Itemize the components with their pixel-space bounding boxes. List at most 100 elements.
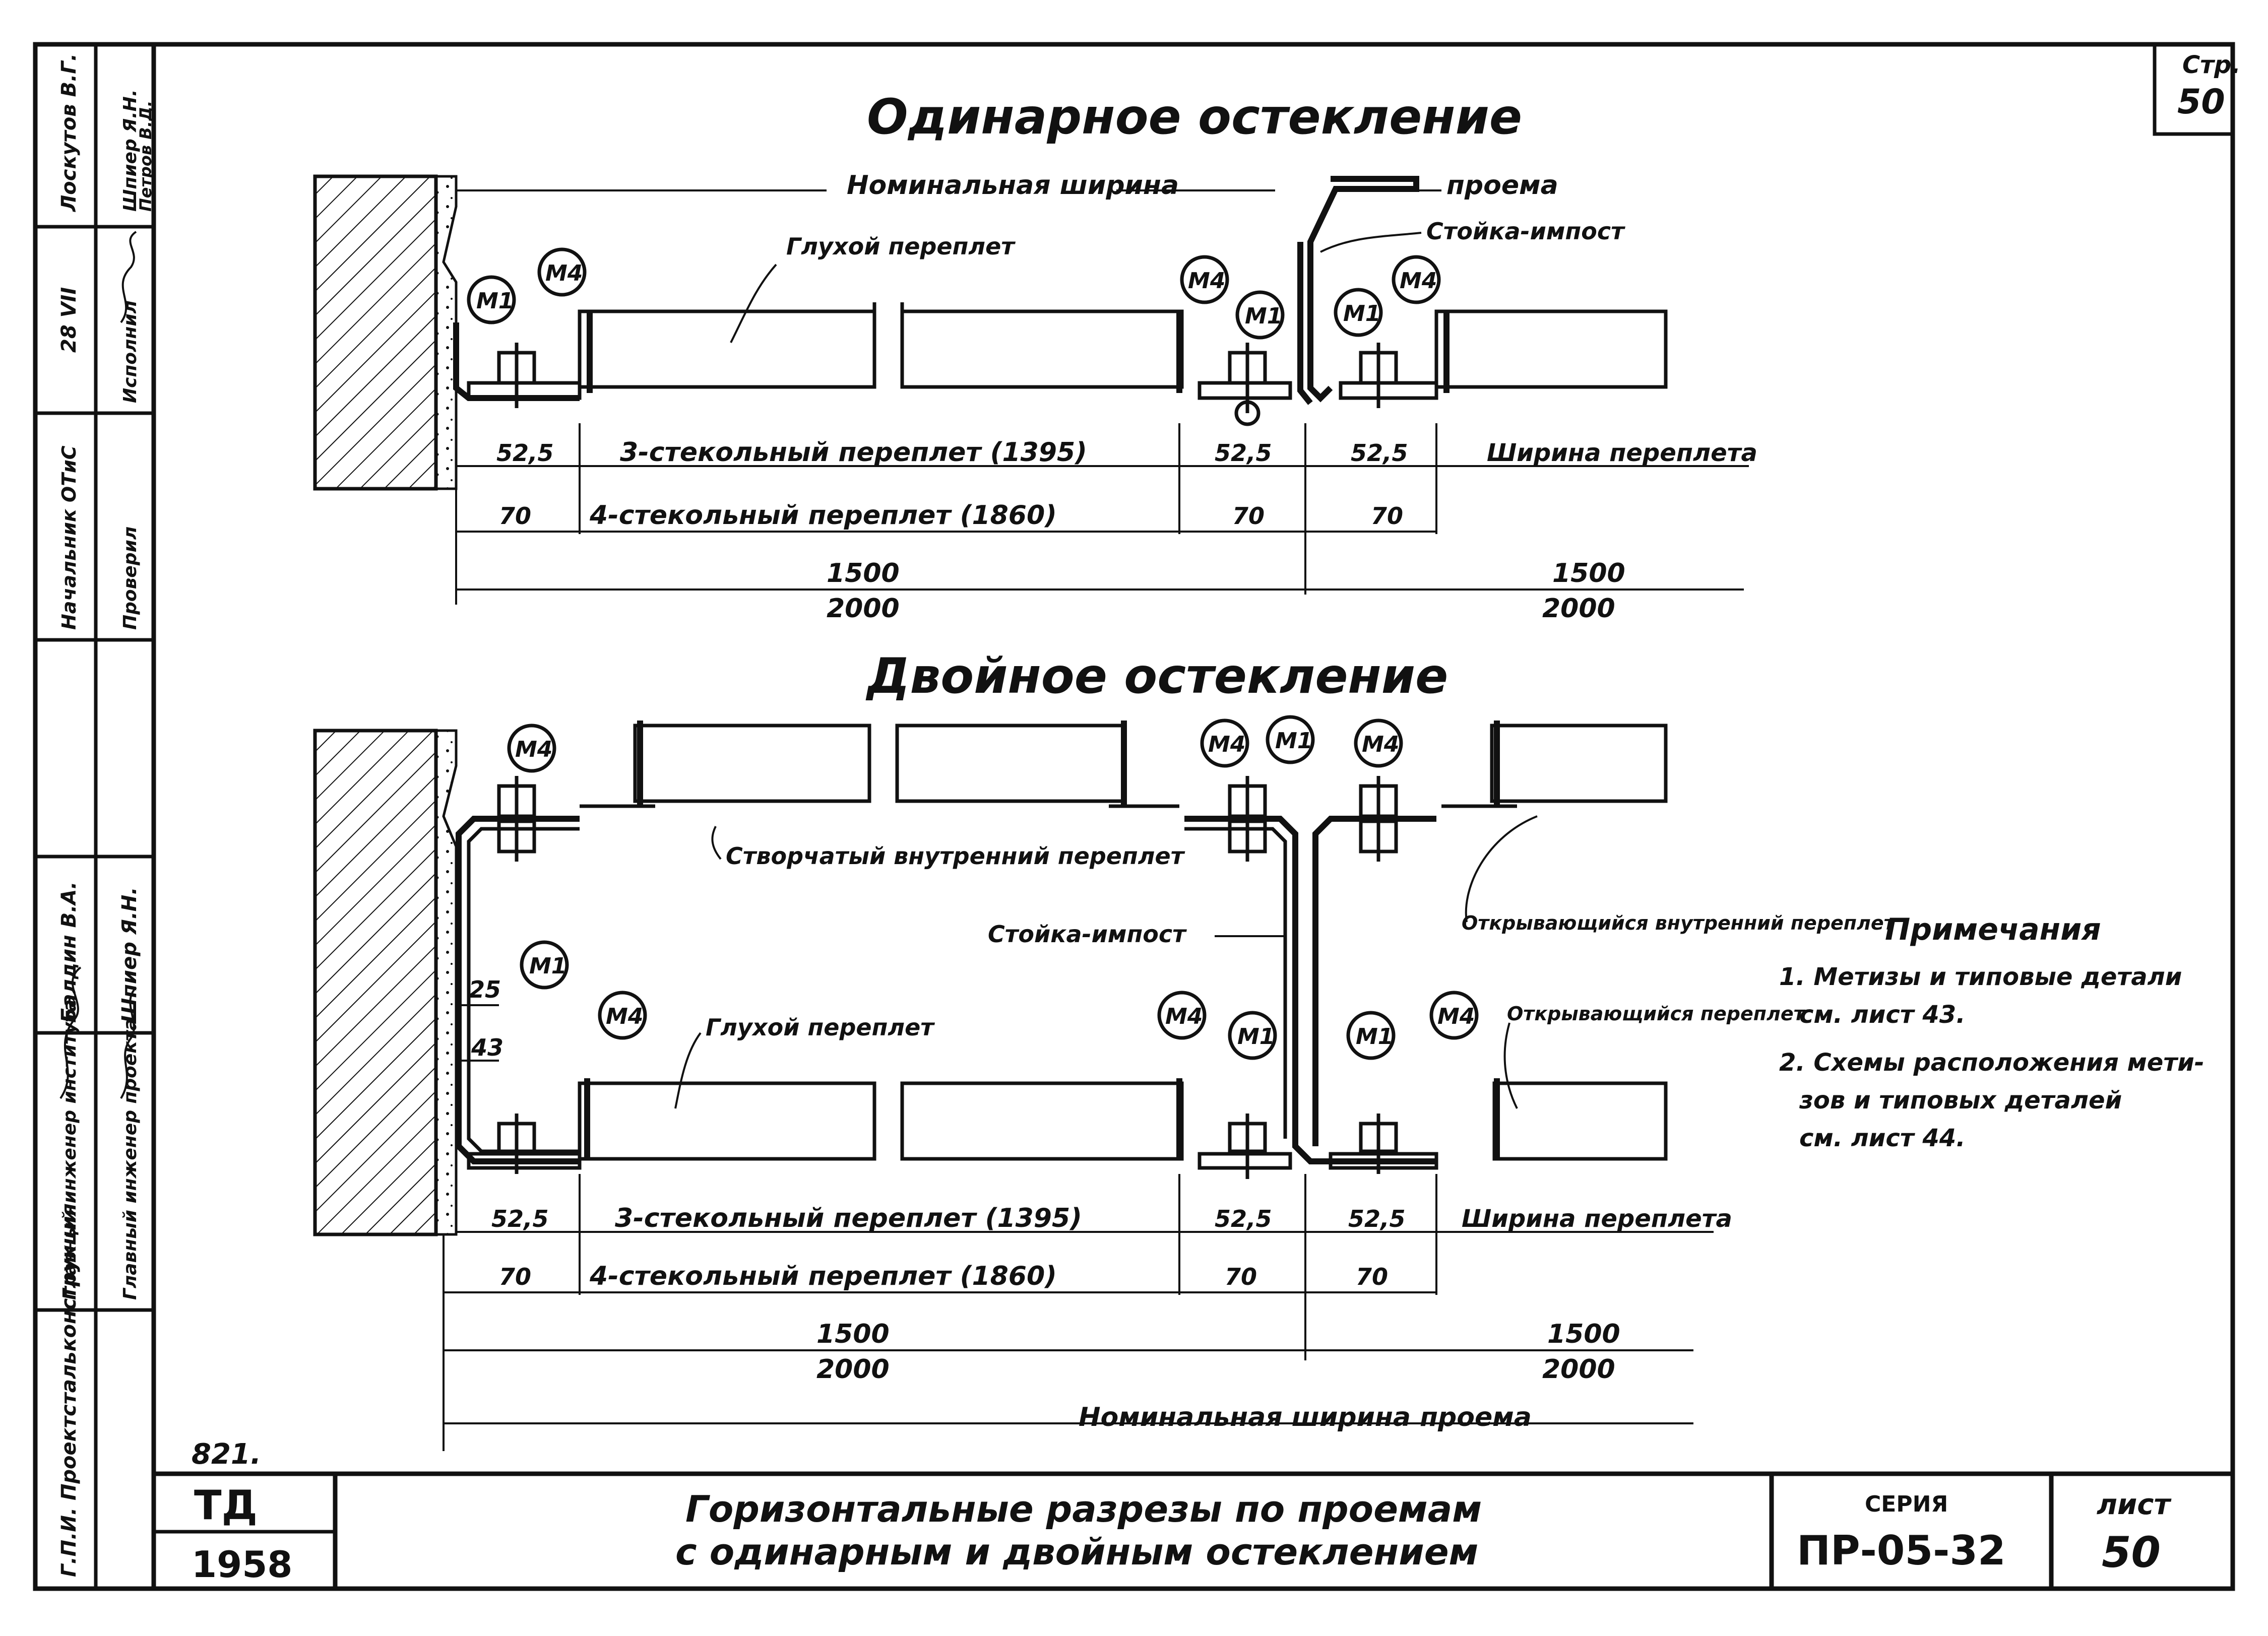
svg-text:М4: М4 (545, 260, 583, 286)
page-corner-box: Стр. 50 (2153, 42, 2241, 136)
stamp-role-4: Исполнил (120, 300, 141, 403)
single-wall-concrete (434, 175, 458, 490)
double-dim-row2: 70 4-стекольный переплет (1860) 70 70 (443, 1234, 1436, 1451)
single-glass-right (1434, 309, 1668, 393)
page-corner-number: 50 (2177, 82, 2225, 122)
double-sash-inner: Створчатый внутренний переплет (726, 842, 1185, 870)
double-post-profile (1184, 816, 1436, 1164)
signature-2 (120, 987, 137, 1099)
double-glass-top (580, 721, 1668, 808)
series-value: ПР-05-32 (1797, 1527, 2006, 1574)
stamp-name-2: Лоскутов В.Г. (57, 53, 81, 212)
svg-text:52,5: 52,5 (491, 1205, 549, 1232)
single-callout-m4-c: М4 (1392, 255, 1441, 304)
double-callout-top-m4-c: М4 (1354, 718, 1403, 768)
svg-text:Номинальная ширина проема: Номинальная ширина проема (1079, 1402, 1532, 1432)
single-post-profile (1307, 176, 1419, 403)
title-code: ТД (194, 1482, 258, 1529)
svg-text:70: 70 (1232, 502, 1265, 530)
single-blind-frame: Глухой переплет (786, 233, 1016, 260)
double-title: Двойное остекление (865, 648, 1448, 704)
double-post-impost: Стойка-импост (988, 921, 1187, 948)
note-line-5: см. лист 44. (1799, 1124, 1965, 1152)
title-block: 821. ТД 1958 Горизонтальные разрезы по п… (154, 1438, 2172, 1589)
svg-text:2000: 2000 (1542, 1354, 1615, 1385)
double-callout-bottom-m4-c: М4 (1429, 991, 1479, 1040)
sheet-label: лист (2097, 1488, 2172, 1521)
note-line-3: 2. Схемы расположения мети- (1779, 1049, 2204, 1077)
svg-text:2000: 2000 (816, 1354, 890, 1385)
svg-text:М4: М4 (515, 737, 552, 762)
title-line-2: с одинарным и двойным остеклением (675, 1531, 1478, 1573)
page-corner-label: Стр. (2182, 51, 2241, 79)
notes-title: Примечания (1885, 912, 2101, 947)
double-callout-bottom-m1-a: М1 (520, 940, 569, 990)
svg-text:1500: 1500 (827, 558, 900, 588)
single-title: Одинарное остекление (867, 89, 1522, 145)
svg-text:52,5: 52,5 (1348, 1205, 1406, 1232)
svg-text:3-стекольный переплет (1395): 3-стекольный переплет (1395) (615, 1203, 1082, 1233)
double-callout-bottom-m4-a: М4 (598, 991, 647, 1040)
svg-text:4-стекольный переплет (1860): 4-стекольный переплет (1860) (589, 500, 1057, 531)
note-line-2: см. лист 43. (1799, 1001, 1965, 1029)
double-left-channel (456, 816, 580, 1164)
title-year: 1958 (192, 1543, 292, 1586)
side-stamp: Г.П.И. Проектстальконструкция Главный ин… (35, 44, 155, 1589)
svg-text:70: 70 (1371, 502, 1403, 530)
single-glazing-section: Одинарное остекление Номинальная ширина … (313, 89, 1757, 624)
svg-text:1500: 1500 (1552, 558, 1625, 588)
svg-text:М4: М4 (1437, 1004, 1475, 1029)
title-line-1: Горизонтальные разрезы по проемам (685, 1488, 1482, 1530)
svg-text:М1: М1 (476, 288, 514, 314)
svg-text:М1: М1 (1275, 728, 1312, 754)
double-gap-25: 25 (469, 976, 501, 1003)
svg-text:52,5: 52,5 (496, 439, 554, 467)
svg-text:3-стекольный переплет (1395): 3-стекольный переплет (1395) (620, 437, 1087, 468)
single-dim-row2: 70 4-стекольный переплет (1860) 70 70 (455, 423, 1436, 605)
double-callout-top-m4-b: М4 (1200, 718, 1249, 768)
stamp-name-4: Петров В.Д. (136, 100, 155, 212)
double-callout-top-m1: М1 (1266, 715, 1315, 764)
double-totals: 1500 2000 1500 2000 (444, 1295, 1693, 1385)
svg-text:1500: 1500 (816, 1319, 890, 1349)
sheet-count-hand: 821. (192, 1438, 261, 1471)
notes-block: Примечания 1. Метизы и типовые детали см… (1779, 912, 2204, 1152)
double-glass-bottom (578, 1078, 1668, 1161)
stamp-role-1: Главный инженер проекта (120, 1018, 141, 1300)
double-wall-hatch (313, 729, 438, 1236)
svg-text:52,5: 52,5 (1351, 439, 1408, 467)
svg-text:М1: М1 (1356, 1024, 1393, 1050)
svg-text:М4: М4 (1362, 732, 1399, 757)
svg-text:70: 70 (1225, 1263, 1257, 1290)
svg-text:М4: М4 (1208, 732, 1245, 757)
svg-text:52,5: 52,5 (1215, 1205, 1272, 1232)
svg-text:М4: М4 (1188, 268, 1225, 294)
double-opening-inner: Открывающийся внутренний переплет (1462, 912, 1896, 934)
svg-text:М1: М1 (1343, 301, 1380, 326)
svg-text:М4: М4 (1165, 1004, 1203, 1029)
svg-text:70: 70 (499, 1263, 531, 1290)
single-post-impost: Стойка-импост (1426, 218, 1625, 245)
single-nominal-width: Номинальная ширина (847, 170, 1179, 201)
svg-text:М4: М4 (606, 1004, 643, 1029)
double-callout-bottom-m1-c: М1 (1346, 1011, 1396, 1060)
single-glass-left (578, 302, 1184, 393)
svg-text:4-стекольный переплет (1860): 4-стекольный переплет (1860) (589, 1261, 1057, 1291)
series-label: СЕРИЯ (1865, 1491, 1948, 1517)
svg-text:70: 70 (1356, 1263, 1388, 1290)
double-opening-frame: Открывающийся переплет (1507, 1003, 1806, 1025)
double-blind-frame: Глухой переплет (706, 1014, 935, 1041)
note-line-4: зов и типовых деталей (1799, 1086, 2122, 1115)
stamp-name-3: Шпиер Я.Н. (120, 90, 141, 212)
svg-text:М1: М1 (529, 953, 566, 979)
svg-text:М1: М1 (1237, 1024, 1275, 1050)
stamp-role-3: Проверил (120, 527, 141, 630)
double-gap-43: 43 (471, 1034, 503, 1061)
single-callout-m1-a: М1 (467, 275, 516, 324)
signature-3 (120, 231, 137, 323)
svg-text:М1: М1 (1245, 303, 1282, 329)
single-callout-m1-c: М1 (1334, 288, 1383, 337)
double-dim-row1: 52,5 3-стекольный переплет (1395) 52,5 5… (456, 1174, 1732, 1295)
svg-text:52,5: 52,5 (1215, 439, 1272, 467)
